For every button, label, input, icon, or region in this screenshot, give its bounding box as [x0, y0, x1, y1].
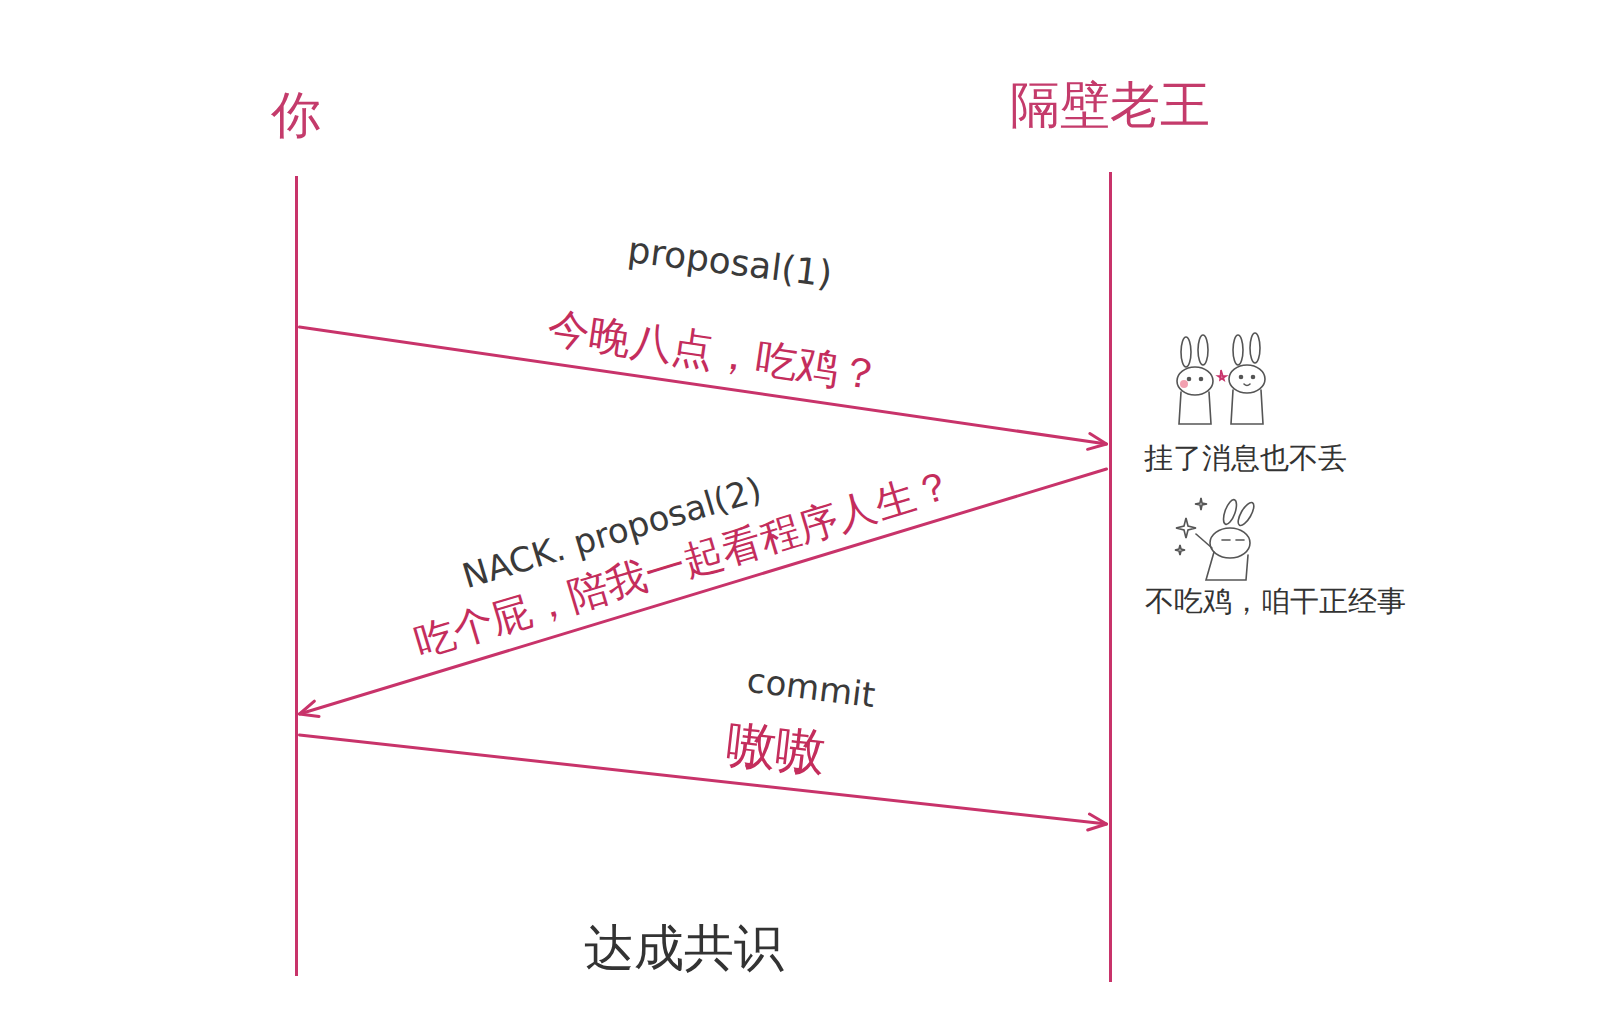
- message-arrow: [300, 469, 1107, 714]
- message-arrow: [300, 735, 1107, 824]
- lifeline: 你: [293, 176, 300, 976]
- conclusion: 达成共识: [584, 920, 784, 978]
- participant-name: 隔壁老王: [1010, 78, 1210, 133]
- blush: [1180, 380, 1188, 388]
- message-text: 嗷嗷: [723, 715, 829, 783]
- participant-name: 你: [271, 88, 321, 143]
- bunny-sparkle: [1175, 498, 1257, 580]
- message-label: proposal(1): [625, 229, 834, 295]
- lifeline: 隔壁老王: [1107, 172, 1114, 982]
- note: 挂了消息也不丢: [1144, 442, 1347, 475]
- bunny-pair: [1177, 333, 1265, 424]
- message-label: commit: [745, 661, 877, 715]
- note: 不吃鸡，咱干正经事: [1145, 585, 1406, 618]
